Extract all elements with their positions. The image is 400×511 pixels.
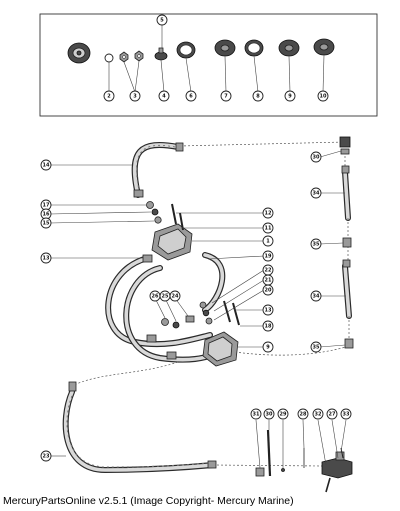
- main-callout-35: 35: [310, 238, 322, 250]
- top-callout-label: 8: [256, 93, 260, 99]
- main-callout-label: 21: [265, 277, 272, 283]
- top-callout-label: 6: [189, 93, 193, 99]
- main-callout-17: 17: [40, 199, 52, 211]
- main-callout-label: 35: [313, 344, 320, 350]
- main-callout-label: 14: [43, 162, 50, 168]
- top-callout-label: 2: [107, 93, 111, 99]
- main-callout-26: 26: [149, 290, 161, 302]
- main-callout-label: 31: [253, 411, 260, 417]
- main-callout-14: 14: [40, 159, 52, 171]
- pump-cover-part: [67, 42, 91, 64]
- main-callout-label: 11: [265, 225, 272, 231]
- top-callout-8: 8: [252, 90, 264, 102]
- top-parts-box: [39, 13, 378, 117]
- main-callout-34: 34: [310, 290, 322, 302]
- top-callout-6: 6: [185, 90, 197, 102]
- top-callout-label: 3: [133, 93, 137, 99]
- main-callout-label: 28: [300, 411, 307, 417]
- main-callout-31: 31: [250, 408, 262, 420]
- main-callout-label: 15: [43, 220, 50, 226]
- main-callout-34: 34: [310, 187, 322, 199]
- main-callout-label: 9: [266, 344, 270, 350]
- main-callout-21: 21: [262, 274, 274, 286]
- main-callout-label: 25: [162, 293, 169, 299]
- main-callout-label: 30: [266, 411, 273, 417]
- main-callout-label: 20: [265, 287, 272, 293]
- fittings: [68, 136, 354, 469]
- main-callout-9: 9: [262, 341, 274, 353]
- main-callout-27: 27: [326, 408, 338, 420]
- main-callout-20: 20: [262, 284, 274, 296]
- main-callout-15: 15: [40, 217, 52, 229]
- top-callout-3: 3: [129, 90, 141, 102]
- main-callout-12: 12: [262, 207, 274, 219]
- main-callout-label: 27: [329, 411, 336, 417]
- main-callout-label: 1: [266, 238, 270, 244]
- main-callout-label: 34: [313, 190, 320, 196]
- diaphragm-part-7: [214, 39, 236, 57]
- main-callout-label: 30: [313, 154, 320, 160]
- main-callout-label: 29: [280, 411, 287, 417]
- main-callout-25: 25: [159, 290, 171, 302]
- lower-fuel-pump: [161, 300, 240, 367]
- main-callout-18: 18: [262, 320, 274, 332]
- top-callout-5: 5: [156, 14, 168, 26]
- top-callouts: 5 2 3 4 6 7 8 9 10: [103, 14, 329, 102]
- main-callout-23: 23: [40, 450, 52, 462]
- main-callout-label: 24: [172, 293, 179, 299]
- main-callout-label: 35: [313, 241, 320, 247]
- top-callout-10: 10: [317, 90, 329, 102]
- main-callout-label: 32: [315, 411, 322, 417]
- main-callout-1: 1: [262, 235, 274, 247]
- main-callout-label: 34: [313, 293, 320, 299]
- hoses: [62, 141, 352, 474]
- diaphragm-part-9: [278, 39, 300, 57]
- main-callout-label: 33: [343, 411, 350, 417]
- main-callout-label: 23: [43, 453, 50, 459]
- gasket-part-8: [244, 39, 264, 57]
- top-callout-label: 5: [160, 17, 164, 23]
- main-callout-13: 13: [40, 252, 52, 264]
- top-callout-label: 7: [224, 93, 228, 99]
- main-callout-label: 13: [43, 255, 50, 261]
- main-callout-label: 17: [43, 202, 50, 208]
- nut-parts: [119, 50, 144, 63]
- copyright-caption: MercuryPartsOnline v2.5.1 (Image Copyrig…: [3, 495, 294, 507]
- main-callout-label: 16: [43, 211, 50, 217]
- top-callout-label: 9: [288, 93, 292, 99]
- main-callout-11: 11: [262, 222, 274, 234]
- main-callout-33: 33: [340, 408, 352, 420]
- main-callout-label: 26: [152, 293, 159, 299]
- upper-fuel-pump: [146, 201, 193, 261]
- main-callout-28: 28: [297, 408, 309, 420]
- main-callout-16: 16: [40, 208, 52, 220]
- top-callout-4: 4: [158, 90, 170, 102]
- top-callout-9: 9: [284, 90, 296, 102]
- main-callout-label: 13: [265, 307, 272, 313]
- main-callout-19: 19: [262, 250, 274, 262]
- bottom-right-fitting: [255, 429, 353, 493]
- top-callout-7: 7: [220, 90, 232, 102]
- top-callout-label: 10: [320, 93, 327, 99]
- main-callout-29: 29: [277, 408, 289, 420]
- main-callout-24: 24: [169, 290, 181, 302]
- main-callout-label: 19: [265, 253, 272, 259]
- main-callout-32: 32: [312, 408, 324, 420]
- top-callout-2: 2: [103, 90, 115, 102]
- top-callout-label: 4: [162, 93, 166, 99]
- main-callout-label: 12: [265, 210, 272, 216]
- main-callout-30: 30: [310, 151, 322, 163]
- main-callout-22: 22: [262, 264, 274, 276]
- diaphragm-part-10: [313, 38, 335, 56]
- main-callout-30: 30: [263, 408, 275, 420]
- main-callout-label: 22: [265, 267, 272, 273]
- main-callout-35: 35: [310, 341, 322, 353]
- leader-lines: [49, 150, 347, 469]
- main-callout-13: 13: [262, 304, 274, 316]
- gasket-part-6: [176, 41, 196, 59]
- main-callout-label: 18: [265, 323, 272, 329]
